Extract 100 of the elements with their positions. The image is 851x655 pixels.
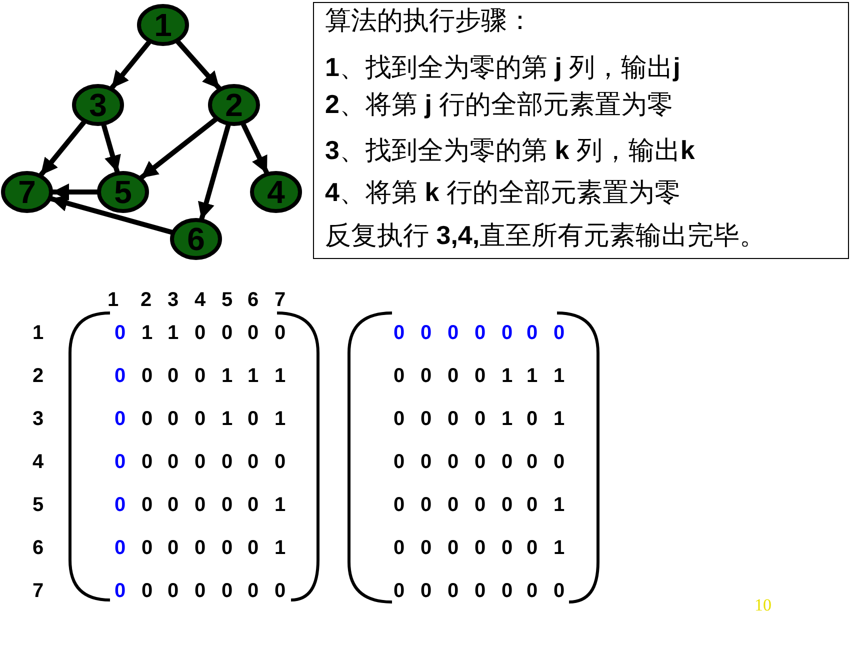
matrix-entry: 0 bbox=[420, 409, 432, 429]
matrix-entry: 0 bbox=[474, 495, 486, 515]
graph-node bbox=[208, 84, 260, 126]
column-index: 4 bbox=[194, 290, 206, 310]
node-number: 2 bbox=[225, 89, 243, 121]
matrix-entry: 0 bbox=[141, 538, 153, 558]
arrow bbox=[52, 184, 98, 200]
matrix-entry: 0 bbox=[447, 323, 459, 343]
matrix-entry: 0 bbox=[447, 452, 459, 472]
matrix-entry: 0 bbox=[167, 581, 179, 601]
matrix-entry: 1 bbox=[553, 538, 565, 558]
column-index: 2 bbox=[140, 290, 152, 310]
graph-node bbox=[97, 171, 149, 213]
matrix-entry: 0 bbox=[501, 538, 513, 558]
matrix-entry: 0 bbox=[501, 495, 513, 515]
matrix-entry: 0 bbox=[221, 323, 233, 343]
matrix-entry: 0 bbox=[167, 452, 179, 472]
matrix-entry: 0 bbox=[526, 538, 538, 558]
matrix-entry: 0 bbox=[420, 452, 432, 472]
node-number: 7 bbox=[18, 176, 36, 208]
row-index: 4 bbox=[32, 452, 44, 472]
matrix-entry: 1 bbox=[501, 409, 513, 429]
matrix-entry: 0 bbox=[194, 409, 206, 429]
column-index: 3 bbox=[167, 290, 179, 310]
matrix-entry: 0 bbox=[393, 452, 405, 472]
matrix-entry: 0 bbox=[526, 495, 538, 515]
row-index: 5 bbox=[32, 495, 44, 515]
matrix-entry: 0 bbox=[393, 409, 405, 429]
matrix-entry: 0 bbox=[393, 581, 405, 601]
arrow bbox=[50, 194, 174, 235]
matrix-entry: 0 bbox=[501, 452, 513, 472]
matrix-entry: 0 bbox=[447, 538, 459, 558]
matrix-entry: 0 bbox=[114, 409, 126, 429]
matrix-entry: 0 bbox=[114, 495, 126, 515]
arrow bbox=[110, 40, 152, 90]
column-index: 6 bbox=[247, 290, 259, 310]
matrix-entry: 0 bbox=[167, 495, 179, 515]
matrix-entry: 0 bbox=[221, 452, 233, 472]
matrix-entry: 0 bbox=[221, 581, 233, 601]
matrix-entry: 0 bbox=[274, 323, 286, 343]
matrix-entry: 0 bbox=[474, 452, 486, 472]
matrix-entry: 0 bbox=[141, 495, 153, 515]
matrix-entry: 0 bbox=[274, 581, 286, 601]
node-number: 1 bbox=[154, 9, 172, 41]
box-heading: 算法的执行步骤： bbox=[325, 5, 533, 35]
matrix-entry: 1 bbox=[274, 409, 286, 429]
column-index: 1 bbox=[107, 290, 119, 310]
matrix-entry: 1 bbox=[274, 366, 286, 386]
step-text: 3、找到全为零的第 k 列，输出k bbox=[325, 135, 695, 165]
matrix-entry: 0 bbox=[526, 409, 538, 429]
matrix-entry: 1 bbox=[553, 366, 565, 386]
matrix-entry: 1 bbox=[553, 495, 565, 515]
steps-box bbox=[313, 2, 849, 259]
graph-node bbox=[170, 218, 222, 260]
graph-node bbox=[250, 171, 302, 213]
matrix-entry: 0 bbox=[221, 538, 233, 558]
column-index: 7 bbox=[274, 290, 286, 310]
matrix-entry: 0 bbox=[420, 366, 432, 386]
matrix-entry: 0 bbox=[167, 409, 179, 429]
matrix-entry: 1 bbox=[526, 366, 538, 386]
node-number: 4 bbox=[267, 176, 285, 208]
matrix-entry: 0 bbox=[526, 323, 538, 343]
matrix-entry: 0 bbox=[553, 581, 565, 601]
matrix-entry: 0 bbox=[447, 409, 459, 429]
matrix-entry: 0 bbox=[114, 538, 126, 558]
matrix-entry: 0 bbox=[141, 581, 153, 601]
matrix-entry: 0 bbox=[221, 495, 233, 515]
node-number: 5 bbox=[114, 176, 132, 208]
row-index: 2 bbox=[32, 366, 44, 386]
matrix-entry: 0 bbox=[114, 581, 126, 601]
matrix-entry: 0 bbox=[393, 495, 405, 515]
matrix-entry: 0 bbox=[141, 409, 153, 429]
matrix-entry: 0 bbox=[194, 366, 206, 386]
matrix-entry: 0 bbox=[393, 323, 405, 343]
node-number: 6 bbox=[187, 223, 205, 255]
arrow bbox=[38, 120, 86, 177]
matrix-entry: 0 bbox=[247, 581, 259, 601]
matrix-entry: 0 bbox=[247, 409, 259, 429]
matrix-entry: 0 bbox=[553, 452, 565, 472]
matrix-entry: 0 bbox=[447, 495, 459, 515]
matrix-entry: 1 bbox=[247, 366, 259, 386]
column-index: 5 bbox=[221, 290, 233, 310]
matrix-entry: 0 bbox=[447, 581, 459, 601]
matrix-entry: 1 bbox=[167, 323, 179, 343]
row-index: 1 bbox=[32, 323, 44, 343]
graph-node bbox=[1, 171, 53, 213]
row-index: 6 bbox=[32, 538, 44, 558]
matrix-entry: 0 bbox=[247, 323, 259, 343]
matrix-entry: 0 bbox=[194, 495, 206, 515]
matrix-entry: 0 bbox=[247, 452, 259, 472]
matrix-entry: 0 bbox=[474, 323, 486, 343]
matrix-entry: 0 bbox=[474, 538, 486, 558]
matrix-entry: 0 bbox=[141, 366, 153, 386]
node-number: 3 bbox=[89, 89, 107, 121]
arrow bbox=[139, 117, 218, 180]
matrix-entry: 1 bbox=[274, 495, 286, 515]
matrix-entry: 1 bbox=[141, 323, 153, 343]
step-text: 2、将第 j 行的全部元素置为零 bbox=[325, 89, 674, 119]
matrix-entry: 0 bbox=[167, 366, 179, 386]
matrix-entry: 1 bbox=[274, 538, 286, 558]
